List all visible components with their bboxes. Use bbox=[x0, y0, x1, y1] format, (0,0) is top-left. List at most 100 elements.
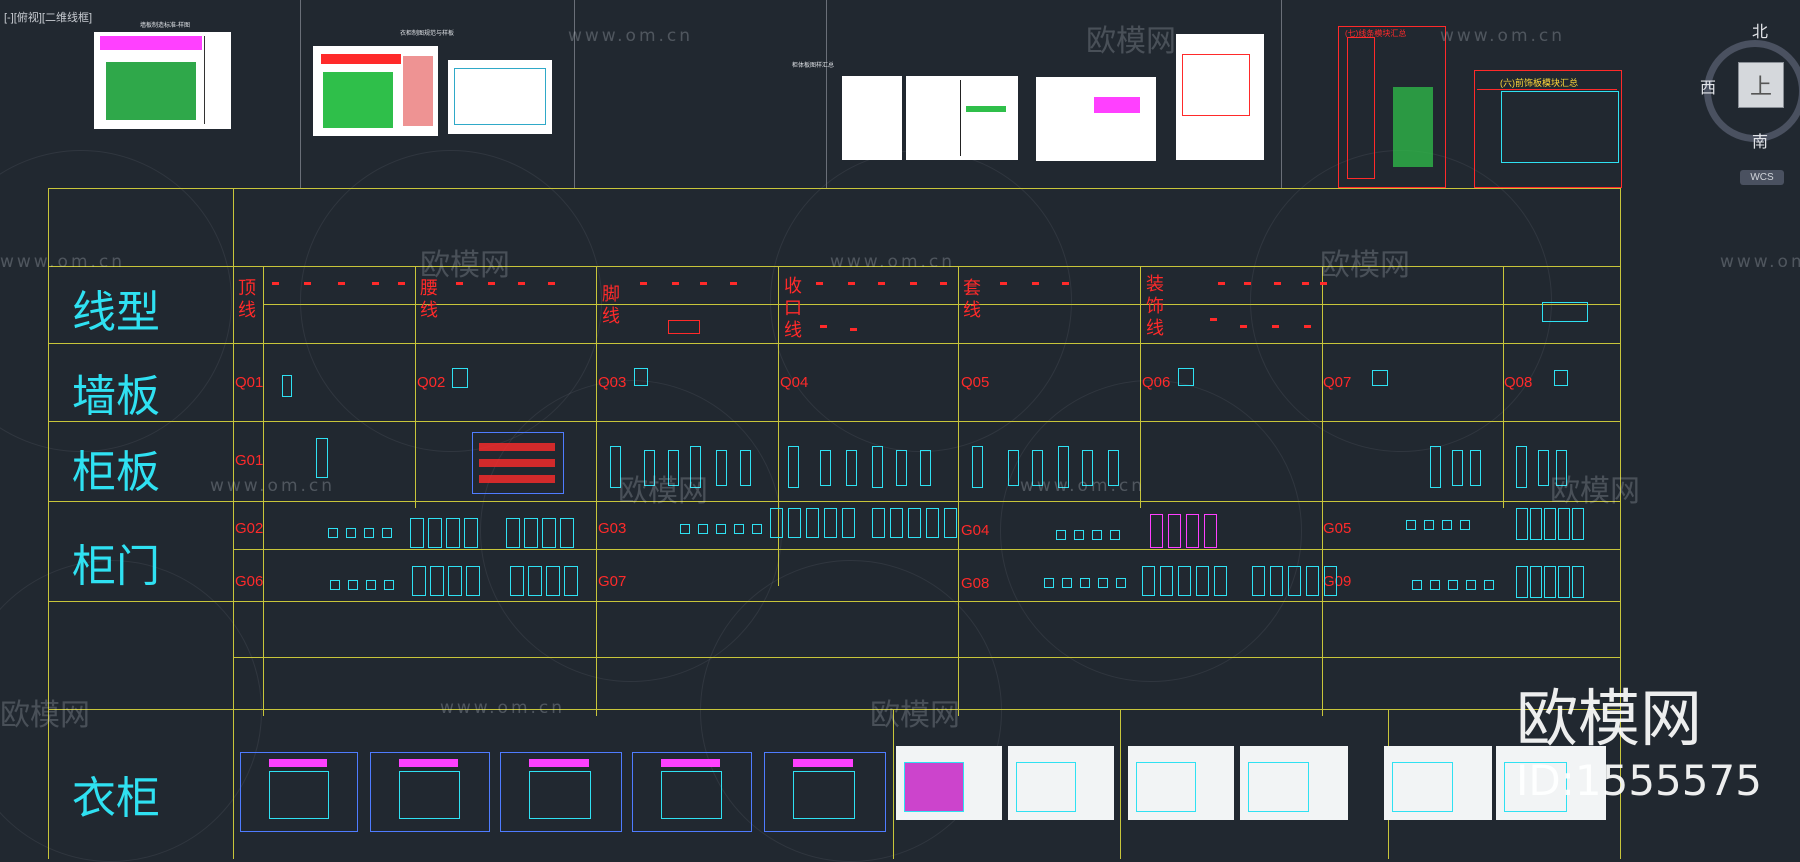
line-profile-marker bbox=[816, 282, 823, 285]
door-thumb bbox=[328, 528, 338, 538]
line-profile-marker bbox=[456, 282, 463, 285]
line-profile-marker bbox=[848, 282, 855, 285]
wall-code-q02[interactable]: Q02 bbox=[417, 374, 446, 391]
wardrobe-body bbox=[269, 771, 329, 819]
watermark-url: www.om.cn bbox=[0, 252, 126, 272]
line-profile-marker bbox=[488, 282, 495, 285]
subtype-deco-line: 装饰线 bbox=[1146, 274, 1164, 339]
wardrobe-body bbox=[529, 771, 591, 819]
subtype-waist-line: 腰线 bbox=[420, 278, 438, 321]
cabinet-panel-thumb bbox=[644, 450, 655, 486]
watermark-brand: 欧模网 bbox=[1320, 248, 1410, 283]
wall-panel-thumb[interactable] bbox=[1372, 370, 1388, 386]
door-code-g02[interactable]: G02 bbox=[235, 520, 264, 537]
sheet-thumbnail-7[interactable] bbox=[1176, 34, 1264, 160]
door-thumb bbox=[1544, 566, 1556, 598]
door-thumb bbox=[446, 518, 460, 548]
door-thumb bbox=[1110, 530, 1120, 540]
grid-line bbox=[48, 601, 1620, 602]
wall-code-q07[interactable]: Q07 bbox=[1323, 374, 1352, 391]
wall-code-q01[interactable]: Q01 bbox=[235, 374, 264, 391]
compass-west[interactable]: 西 bbox=[1700, 78, 1717, 97]
door-thumb bbox=[842, 508, 855, 538]
viewport-label[interactable]: [-][俯视][二维线框] bbox=[4, 12, 92, 24]
door-thumb bbox=[1544, 508, 1556, 540]
wall-panel-thumb[interactable] bbox=[1178, 368, 1194, 386]
line-profile-marker bbox=[338, 282, 345, 285]
door-code-g06[interactable]: G06 bbox=[235, 573, 264, 590]
sheet-thumbnail-2[interactable] bbox=[313, 46, 438, 136]
door-thumb bbox=[716, 524, 726, 534]
door-thumb bbox=[542, 518, 556, 548]
watermark-brand: 欧模网 bbox=[1550, 474, 1640, 509]
cabinet-panel-thumb bbox=[1008, 450, 1019, 486]
door-thumb bbox=[1270, 566, 1283, 596]
door-thumb bbox=[1168, 514, 1181, 548]
wall-code-q05[interactable]: Q05 bbox=[961, 374, 990, 391]
wall-code-q06[interactable]: Q06 bbox=[1142, 374, 1171, 391]
door-thumb bbox=[1044, 578, 1054, 588]
wardrobe-body bbox=[1504, 762, 1567, 812]
door-thumb bbox=[926, 508, 939, 538]
subtype-edge-line: 收口线 bbox=[784, 276, 802, 341]
door-thumb bbox=[1430, 580, 1440, 590]
viewcube-top-face[interactable]: 上 bbox=[1738, 62, 1784, 108]
line-profile-marker bbox=[1542, 302, 1588, 322]
door-code-g04[interactable]: G04 bbox=[961, 522, 990, 539]
watermark-url: www.om.cn bbox=[1720, 252, 1800, 272]
door-thumb bbox=[1214, 566, 1227, 596]
category-wardrobe: 衣柜 bbox=[72, 773, 160, 824]
sheet-thumbnail-9[interactable] bbox=[1474, 70, 1622, 188]
watermark-brand: 欧模网 bbox=[870, 698, 960, 733]
wardrobe-body bbox=[1248, 762, 1310, 812]
wcs-menu[interactable]: WCS bbox=[1740, 170, 1784, 185]
cabinet-panel-thumb[interactable] bbox=[316, 438, 328, 478]
category-line-type: 线型 bbox=[72, 287, 160, 338]
wall-code-q08[interactable]: Q08 bbox=[1504, 374, 1533, 391]
wall-panel-thumb[interactable] bbox=[452, 368, 468, 388]
wall-panel-thumb[interactable] bbox=[634, 368, 648, 386]
door-code-g08[interactable]: G08 bbox=[961, 575, 990, 592]
door-thumb bbox=[410, 518, 424, 548]
door-thumb bbox=[1516, 566, 1528, 598]
cabinet-panel-sheet[interactable] bbox=[472, 432, 564, 494]
door-code-g05[interactable]: G05 bbox=[1323, 520, 1352, 537]
wall-panel-thumb[interactable] bbox=[282, 375, 292, 397]
sheet-thumbnail-3[interactable] bbox=[448, 60, 552, 134]
watermark-id: ID:1555575 bbox=[1516, 756, 1762, 805]
grid-line bbox=[48, 266, 1620, 267]
cabinet-code-g01[interactable]: G01 bbox=[235, 452, 264, 469]
sheet-thumbnail-4[interactable] bbox=[842, 76, 902, 160]
sheet-thumbnail-6[interactable] bbox=[1036, 77, 1156, 161]
door-code-g07[interactable]: G07 bbox=[598, 573, 627, 590]
compass-north[interactable]: 北 bbox=[1752, 22, 1769, 41]
door-thumb bbox=[1558, 566, 1570, 598]
door-code-g03[interactable]: G03 bbox=[598, 520, 627, 537]
watermark-brand: 欧模网 bbox=[1086, 24, 1176, 59]
watermark-url: www.om.cn bbox=[1020, 476, 1146, 496]
compass-south[interactable]: 南 bbox=[1752, 132, 1769, 151]
line-profile-marker bbox=[272, 282, 279, 285]
cabinet-panel-thumb bbox=[872, 446, 883, 488]
grid-line bbox=[233, 549, 1620, 550]
sheet-thumbnail-5[interactable] bbox=[906, 76, 1018, 160]
sheet-thumbnail-1[interactable] bbox=[94, 32, 231, 129]
cabinet-panel-thumb bbox=[1082, 450, 1093, 486]
door-thumb bbox=[806, 508, 819, 538]
wardrobe-body bbox=[1136, 762, 1197, 812]
line-profile-marker bbox=[1320, 282, 1327, 285]
door-code-g09[interactable]: G09 bbox=[1323, 573, 1352, 590]
grid-line bbox=[233, 188, 234, 859]
wall-panel-thumb[interactable] bbox=[1554, 370, 1568, 386]
grid-line bbox=[263, 304, 1620, 305]
door-thumb bbox=[506, 518, 520, 548]
door-thumb bbox=[466, 566, 480, 596]
wall-code-q03[interactable]: Q03 bbox=[598, 374, 627, 391]
line-profile-marker bbox=[398, 282, 405, 285]
line-profile-marker bbox=[820, 325, 827, 328]
wall-code-q04[interactable]: Q04 bbox=[780, 374, 809, 391]
sheet-thumbnail-8[interactable] bbox=[1338, 26, 1446, 188]
line-profile-marker bbox=[1210, 318, 1217, 321]
line-profile-marker bbox=[730, 282, 737, 285]
door-thumb bbox=[1062, 578, 1072, 588]
